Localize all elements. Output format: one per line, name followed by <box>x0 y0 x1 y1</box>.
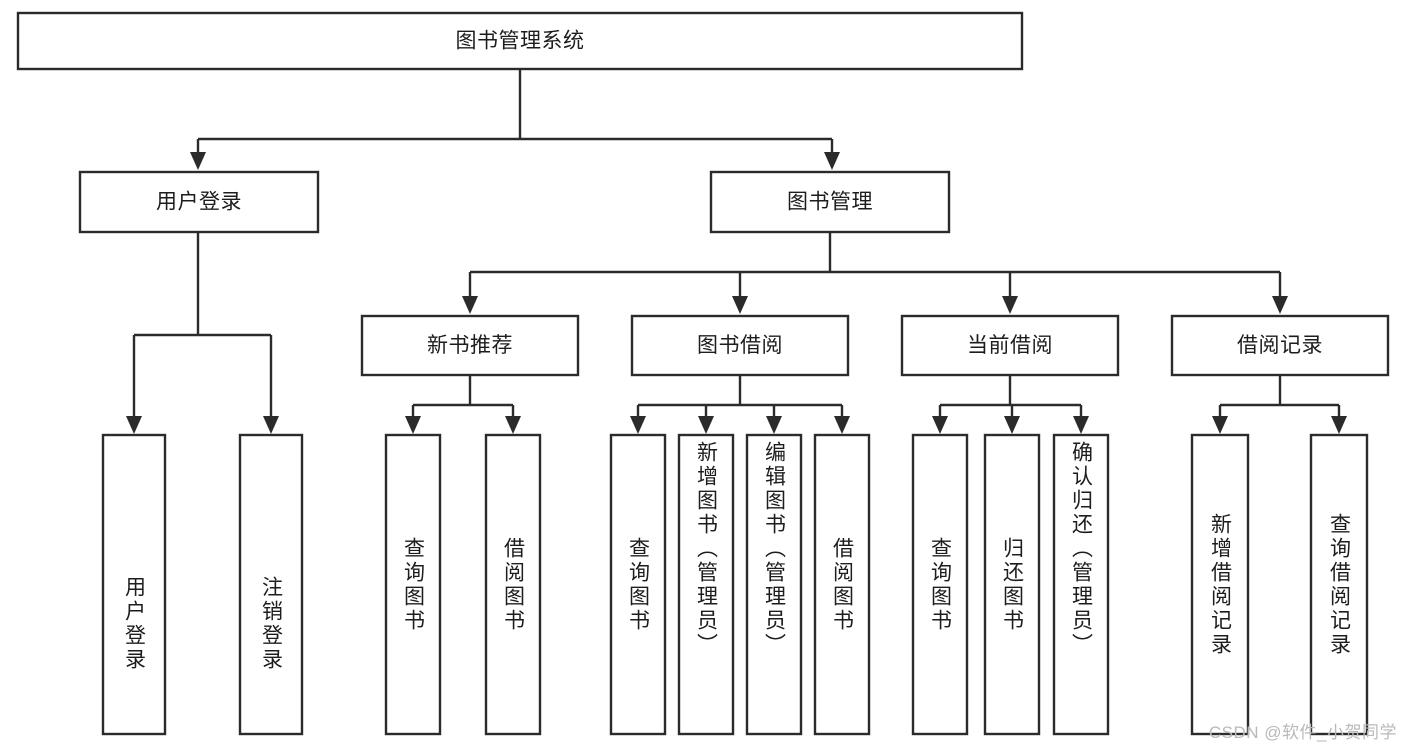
node-box-leaf-confirm-return[interactable] <box>1052 433 1110 736</box>
node-label-book-management: 图书管理 <box>787 191 873 214</box>
node-box-leaf-add-borrow-record[interactable] <box>1190 433 1250 736</box>
arrow-head-icon <box>505 416 521 434</box>
connector-line <box>468 232 1282 304</box>
node-box-book-management[interactable] <box>709 170 951 234</box>
connector-line <box>411 375 515 423</box>
arrow-head-icon <box>263 416 279 434</box>
node-box-book-borrow[interactable] <box>630 314 850 377</box>
node-box-root[interactable] <box>16 11 1024 71</box>
connector-line <box>196 69 834 160</box>
arrow-head-icon <box>824 152 840 170</box>
connector-line <box>132 232 273 423</box>
node-label-borrow-records: 借阅记录 <box>1237 334 1323 357</box>
arrow-head-icon <box>1272 296 1288 314</box>
node-box-leaf-return-book[interactable] <box>983 433 1041 736</box>
arrow-head-icon <box>190 152 206 170</box>
connector-line <box>1218 375 1341 423</box>
arrow-head-icon <box>1002 296 1018 314</box>
node-box-current-borrow[interactable] <box>900 314 1120 377</box>
node-label-root: 图书管理系统 <box>456 30 585 53</box>
arrow-head-icon <box>1212 416 1228 434</box>
node-box-leaf-query-book-recommend[interactable] <box>384 433 442 736</box>
arrow-head-icon <box>766 416 782 434</box>
node-box-leaf-query-borrow-record[interactable] <box>1309 433 1369 736</box>
node-box-leaf-borrow-book[interactable] <box>813 433 871 736</box>
arrow-head-icon <box>698 416 714 434</box>
node-label-book-borrow: 图书借阅 <box>697 334 783 357</box>
node-label-user-login: 用户登录 <box>156 191 242 214</box>
arrow-head-icon <box>126 416 142 434</box>
arrow-head-icon <box>405 416 421 434</box>
node-box-leaf-user-logout[interactable] <box>238 433 304 736</box>
node-box-user-login[interactable] <box>78 170 320 234</box>
arrow-heads-layer <box>126 152 1347 434</box>
node-label-new-book-recommend: 新书推荐 <box>427 334 513 357</box>
node-box-new-book-recommend[interactable] <box>360 314 580 377</box>
node-box-leaf-user-login[interactable] <box>101 433 167 736</box>
arrow-head-icon <box>732 296 748 314</box>
connector-line <box>938 375 1083 423</box>
connectors-layer <box>132 69 1341 423</box>
node-box-leaf-query-book-current[interactable] <box>911 433 969 736</box>
arrow-head-icon <box>834 416 850 434</box>
arrow-head-icon <box>630 416 646 434</box>
arrow-head-icon <box>1073 416 1089 434</box>
connector-line <box>636 375 844 423</box>
arrow-head-icon <box>932 416 948 434</box>
node-boxes-layer <box>16 11 1390 736</box>
node-box-leaf-borrow-book-recommend[interactable] <box>484 433 542 736</box>
node-box-leaf-query-book-borrow[interactable] <box>609 433 667 736</box>
arrow-head-icon <box>1331 416 1347 434</box>
arrow-head-icon <box>462 296 478 314</box>
node-box-leaf-add-book[interactable] <box>677 433 735 736</box>
arrow-head-icon <box>1004 416 1020 434</box>
node-box-borrow-records[interactable] <box>1170 314 1390 377</box>
node-box-leaf-edit-book[interactable] <box>745 433 803 736</box>
watermark-text: CSDN @软件_小贺同学 <box>1208 723 1397 742</box>
node-label-current-borrow: 当前借阅 <box>967 334 1053 357</box>
